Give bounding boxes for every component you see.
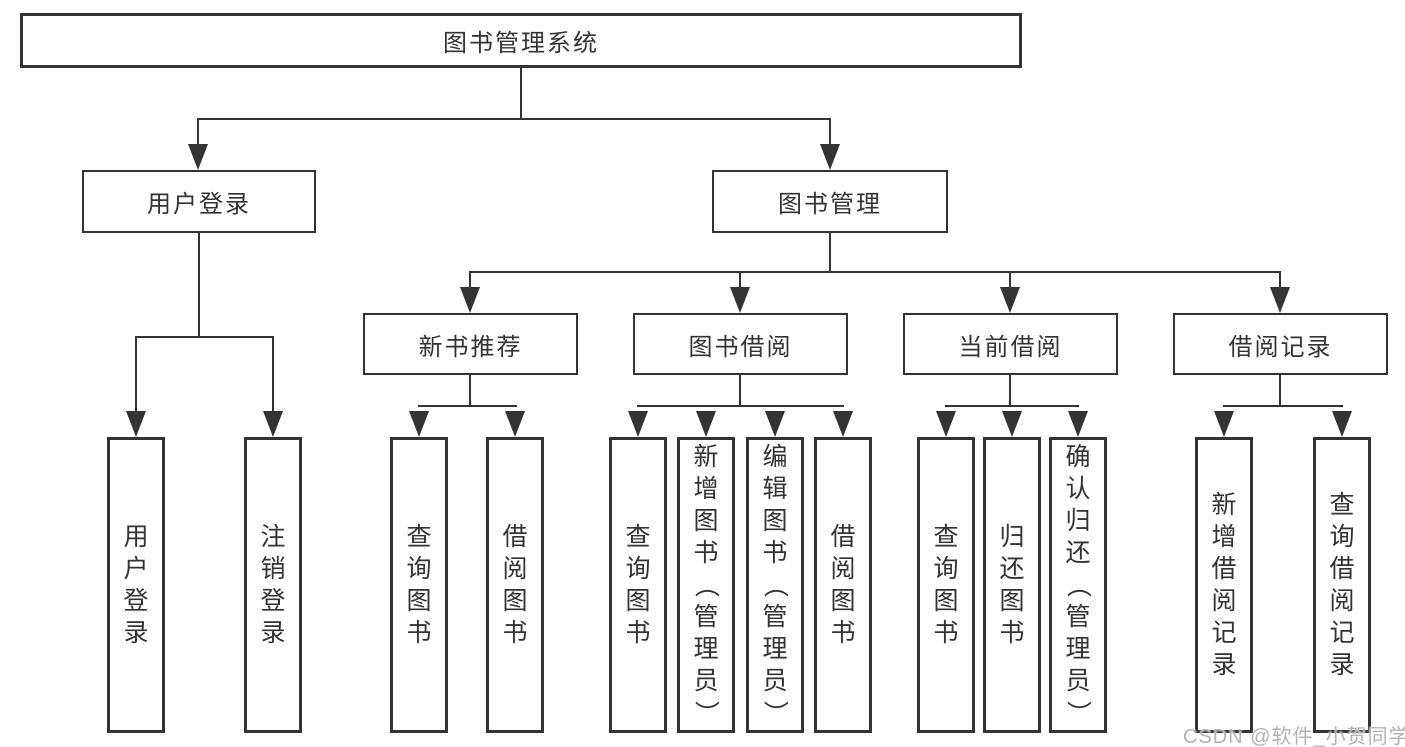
connector-current-stem (1009, 375, 1011, 405)
leaf-label: 新增图书（管理员） (692, 443, 720, 726)
connector-root-stem (520, 68, 522, 118)
node-label: 图书管理系统 (443, 30, 599, 57)
arrowhead-records-leaf-2 (1332, 411, 1352, 437)
leaf-records-query-borrow-record: 查询借阅记录 (1313, 437, 1371, 733)
arrowhead-to-book-borrow (730, 287, 750, 313)
arrowhead-to-borrow-records (1270, 287, 1290, 313)
arrowhead-to-new-book-rec (460, 287, 480, 313)
connector-rec-bar (418, 405, 517, 407)
node-label: 图书管理 (778, 191, 882, 218)
leaf-label: 编辑图书（管理员） (761, 443, 789, 726)
leaf-label: 查询图书 (933, 523, 959, 647)
leaf-rec-borrow-books: 借阅图书 (486, 437, 544, 733)
arrowhead-to-leaf-user-login (126, 411, 146, 437)
watermark-text: CSDN @软件_小贺同学 (1183, 726, 1405, 747)
leaf-borrow-add-books-admin: 新增图书（管理员） (677, 437, 735, 733)
connector-mgmt-drop-1 (469, 271, 471, 291)
arrowhead-borrow-leaf-3 (765, 411, 785, 437)
arrowhead-borrow-leaf-2 (696, 411, 716, 437)
arrowhead-current-leaf-1 (936, 411, 956, 437)
arrowhead-records-leaf-1 (1214, 411, 1234, 437)
leaf-logout-login: 注销登录 (244, 437, 302, 733)
connector-borrow-bar (637, 405, 844, 407)
connector-login-right-drop (272, 336, 274, 415)
connector-mgmt-bar (469, 271, 1281, 273)
connector-mgmt-stem (829, 233, 831, 271)
node-book-borrowing: 图书借阅 (633, 313, 848, 375)
leaf-borrow-borrow-books: 借阅图书 (814, 437, 872, 733)
connector-login-bar (135, 336, 273, 338)
arrowhead-to-leaf-logout (263, 411, 283, 437)
leaf-label: 借阅图书 (830, 523, 856, 647)
node-current-borrowing: 当前借阅 (903, 313, 1118, 375)
arrowhead-to-current-borrow (1000, 287, 1020, 313)
arrowhead-rec-leaf-2 (505, 411, 525, 437)
connector-mgmt-drop-2 (739, 271, 741, 291)
node-label: 新书推荐 (418, 333, 523, 361)
leaf-label: 查询图书 (406, 523, 432, 647)
arrowhead-to-book-management (820, 144, 840, 170)
connector-root-bar (198, 118, 831, 120)
leaf-user-login: 用户登录 (107, 437, 165, 733)
leaf-label: 查询借阅记录 (1329, 491, 1355, 679)
connector-borrow-stem (739, 375, 741, 405)
leaf-borrow-query-books: 查询图书 (609, 437, 667, 733)
leaf-label: 新增借阅记录 (1211, 491, 1237, 679)
leaf-label: 借阅图书 (502, 523, 528, 647)
leaf-label: 注销登录 (260, 523, 286, 647)
arrowhead-borrow-leaf-4 (833, 411, 853, 437)
arrowhead-borrow-leaf-1 (628, 411, 648, 437)
node-label: 当前借阅 (958, 333, 1063, 361)
leaf-rec-query-books: 查询图书 (390, 437, 448, 733)
node-library-management-system: 图书管理系统 (20, 13, 1022, 68)
connector-records-stem (1279, 375, 1281, 405)
connector-rec-stem (469, 375, 471, 405)
node-label: 借阅记录 (1228, 333, 1333, 361)
connector-mgmt-drop-4 (1279, 271, 1281, 291)
node-label: 用户登录 (147, 191, 251, 218)
arrowhead-rec-leaf-1 (409, 411, 429, 437)
leaf-label: 归还图书 (999, 523, 1025, 647)
connector-mgmt-drop-3 (1009, 271, 1011, 291)
leaf-current-query-books: 查询图书 (917, 437, 975, 733)
arrowhead-to-user-login (188, 144, 208, 170)
connector-login-stem (198, 233, 200, 336)
leaf-label: 确认归还（管理员） (1064, 443, 1092, 726)
connector-login-left-drop (135, 336, 137, 415)
leaf-label: 用户登录 (123, 523, 149, 647)
node-new-book-recommendation: 新书推荐 (363, 313, 578, 375)
arrowhead-current-leaf-3 (1068, 411, 1088, 437)
node-label: 图书借阅 (688, 333, 793, 361)
arrowhead-current-leaf-2 (1002, 411, 1022, 437)
leaf-label: 查询图书 (625, 523, 651, 647)
node-user-login: 用户登录 (82, 170, 316, 233)
node-borrowing-records: 借阅记录 (1173, 313, 1388, 375)
leaf-current-confirm-return-admin: 确认归还（管理员） (1049, 437, 1107, 733)
leaf-current-return-books: 归还图书 (983, 437, 1041, 733)
connector-root-left-drop (197, 118, 199, 150)
connector-root-right-drop (829, 118, 831, 150)
leaf-borrow-edit-books-admin: 编辑图书（管理员） (746, 437, 804, 733)
node-book-management: 图书管理 (712, 170, 948, 233)
connector-current-bar (945, 405, 1079, 407)
leaf-records-add-borrow-record: 新增借阅记录 (1195, 437, 1253, 733)
connector-records-bar (1223, 405, 1343, 407)
